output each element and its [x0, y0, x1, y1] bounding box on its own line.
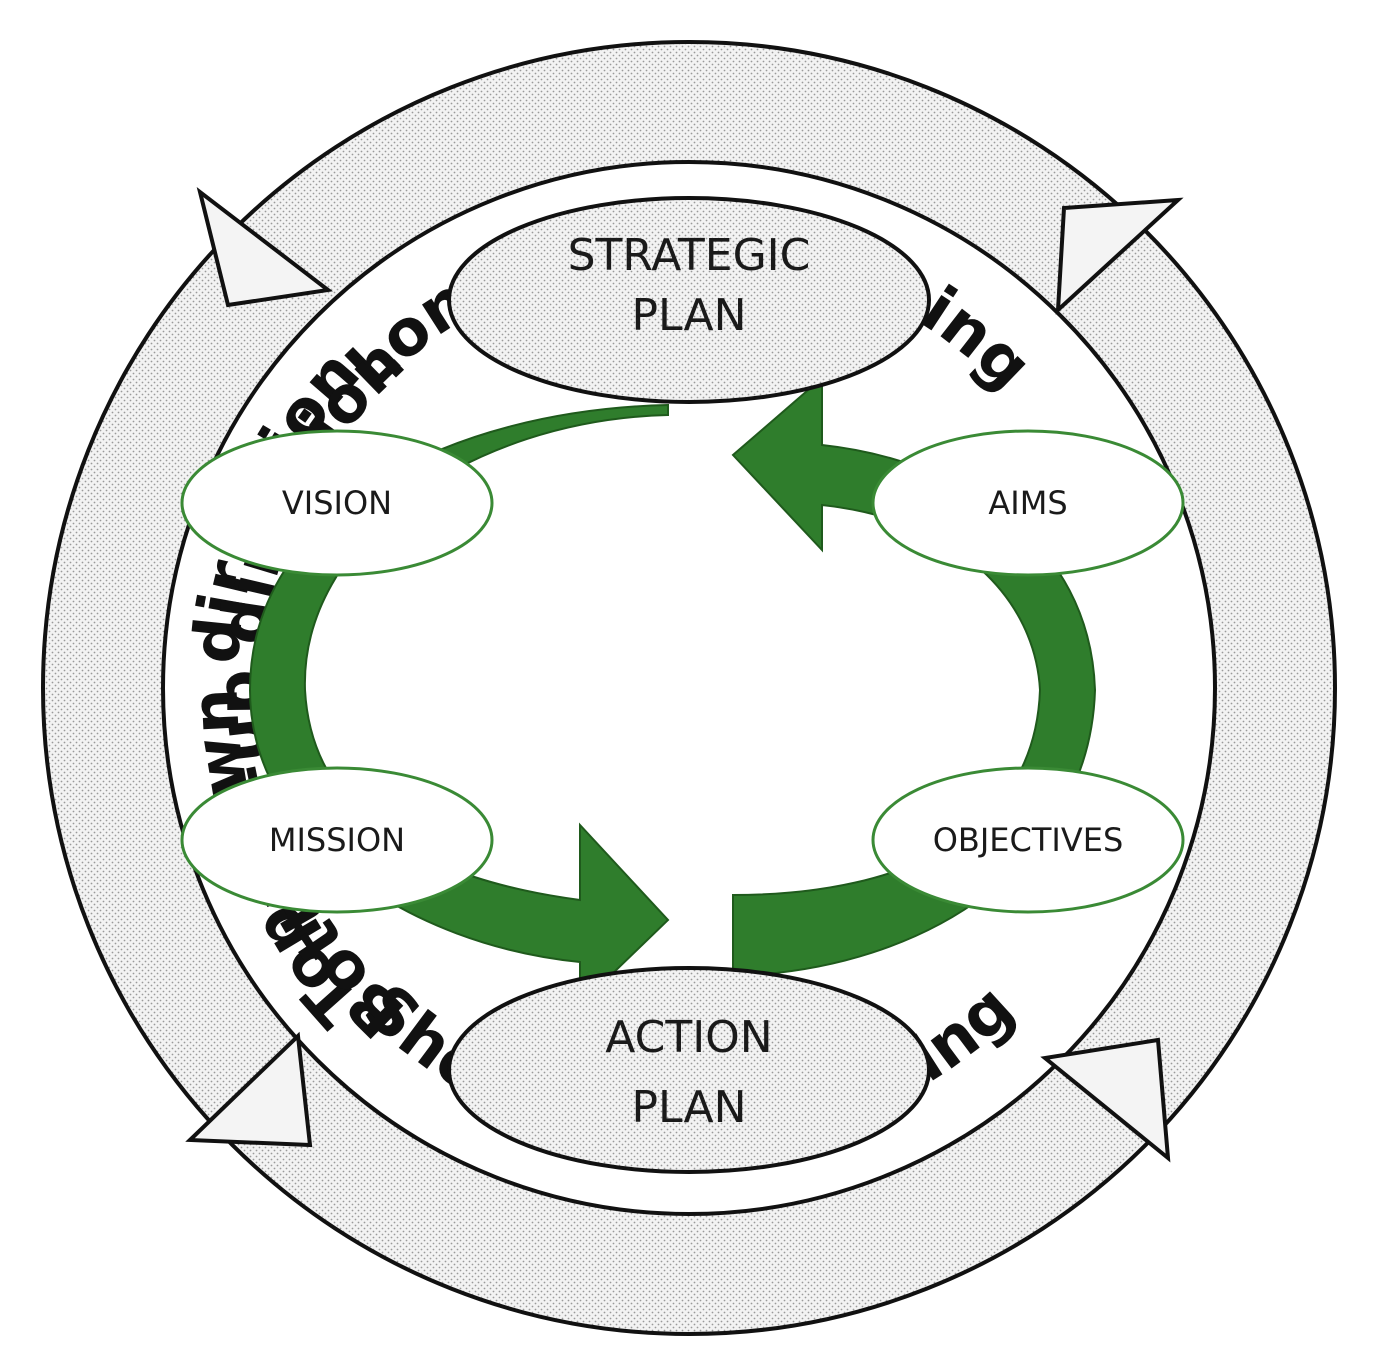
- bottom-left-arrowhead: [185, 1031, 313, 1148]
- action-plan-line2: PLAN: [631, 1082, 746, 1133]
- vision-node: VISION: [180, 429, 494, 577]
- vision-label: VISION: [282, 484, 392, 522]
- outer-ring-outer-edge: [41, 40, 1337, 1336]
- strategic-plan-node: STRATEGIC PLAN: [447, 196, 931, 404]
- top-right-arrowhead: [1055, 197, 1184, 315]
- ring-arrowheads: [185, 186, 1184, 1163]
- outer-ring-inner-edge: [161, 160, 1217, 1216]
- mission-label: MISSION: [269, 821, 405, 859]
- objectives-label: OBJECTIVES: [933, 821, 1124, 859]
- mission-node: MISSION: [180, 766, 494, 914]
- aims-node: AIMS: [871, 429, 1185, 577]
- strategic-plan-line1: STRATEGIC: [568, 230, 811, 281]
- objectives-node: OBJECTIVES: [871, 766, 1185, 914]
- top-left-arrowhead: [196, 186, 333, 308]
- action-plan-line1: ACTION: [605, 1012, 772, 1063]
- outer-ring: [41, 40, 1337, 1336]
- action-plan-node: ACTION PLAN: [447, 966, 931, 1174]
- outer-ring-band: [43, 42, 1335, 1334]
- bottom-right-arrowhead: [1040, 1037, 1171, 1163]
- aims-label: AIMS: [988, 484, 1067, 522]
- strategic-plan-line2: PLAN: [631, 290, 746, 341]
